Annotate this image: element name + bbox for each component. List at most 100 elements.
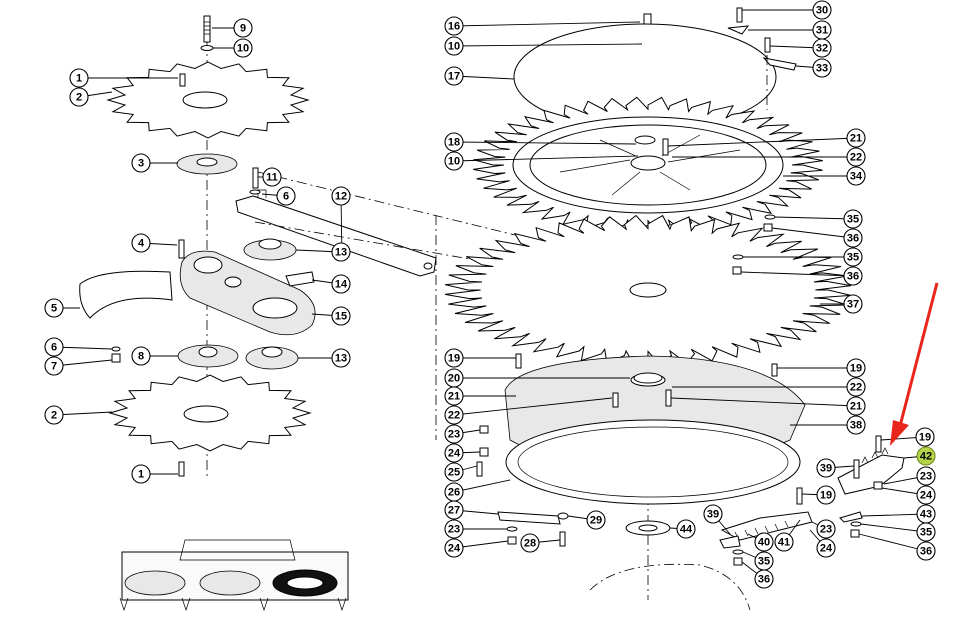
svg-text:8: 8 — [138, 351, 144, 363]
callout-18[interactable]: 18 — [444, 132, 464, 152]
bolt-21-upper — [662, 138, 669, 156]
svg-text:29: 29 — [590, 515, 602, 527]
callout-1[interactable]: 1 — [131, 464, 151, 484]
clip-31 — [727, 25, 750, 35]
callout-31[interactable]: 31 — [812, 20, 832, 40]
callout-20[interactable]: 20 — [444, 368, 464, 388]
callout-36[interactable]: 36 — [843, 228, 863, 248]
callout-5[interactable]: 5 — [44, 298, 64, 318]
disc-34-hub — [630, 155, 666, 171]
svg-text:36: 36 — [920, 546, 932, 558]
callout-19[interactable]: 19 — [816, 485, 836, 505]
callout-10[interactable]: 10 — [233, 38, 253, 58]
hub-8 — [177, 344, 239, 368]
svg-text:40: 40 — [758, 537, 770, 549]
callout-38[interactable]: 38 — [846, 415, 866, 435]
callout-16[interactable]: 16 — [444, 16, 464, 36]
svg-text:32: 32 — [816, 43, 828, 55]
leader-c36c — [858, 533, 927, 552]
callout-22[interactable]: 22 — [846, 377, 866, 397]
callout-11[interactable]: 11 — [262, 167, 282, 187]
svg-text:16: 16 — [448, 21, 460, 33]
screw-1 — [179, 73, 186, 87]
callout-39[interactable]: 39 — [816, 458, 836, 478]
callout-19[interactable]: 19 — [444, 348, 464, 368]
washer-29 — [557, 512, 569, 520]
callout-2[interactable]: 2 — [44, 405, 64, 425]
callout-44[interactable]: 44 — [676, 519, 696, 539]
guard-5 — [79, 270, 173, 319]
svg-text:19: 19 — [850, 363, 862, 375]
callout-28[interactable]: 28 — [520, 533, 540, 553]
washer-23-b — [506, 526, 518, 532]
svg-text:24: 24 — [820, 543, 833, 555]
callout-35[interactable]: 35 — [916, 522, 936, 542]
callout-43[interactable]: 43 — [916, 504, 936, 524]
callout-6[interactable]: 6 — [276, 186, 296, 206]
callout-10[interactable]: 10 — [444, 36, 464, 56]
callout-24[interactable]: 24 — [916, 485, 936, 505]
callout-32[interactable]: 32 — [812, 38, 832, 58]
callout-3[interactable]: 3 — [131, 153, 151, 173]
machine-outline — [589, 563, 751, 611]
nut-36-b — [732, 266, 742, 275]
callout-19[interactable]: 19 — [915, 427, 935, 447]
callout-13[interactable]: 13 — [331, 348, 351, 368]
callout-36[interactable]: 36 — [754, 569, 774, 589]
callout-8[interactable]: 8 — [131, 346, 151, 366]
callout-37[interactable]: 37 — [843, 294, 863, 314]
callout-23[interactable]: 23 — [444, 424, 464, 444]
callout-6[interactable]: 6 — [44, 337, 64, 357]
callout-24[interactable]: 24 — [444, 538, 464, 558]
callout-14[interactable]: 14 — [331, 274, 351, 294]
callout-27[interactable]: 27 — [444, 500, 464, 520]
callout-24[interactable]: 24 — [444, 443, 464, 463]
callout-21[interactable]: 21 — [444, 386, 464, 406]
svg-text:1: 1 — [76, 73, 82, 85]
callout-12[interactable]: 12 — [331, 186, 351, 206]
svg-text:1: 1 — [138, 469, 144, 481]
callout-26[interactable]: 26 — [444, 482, 464, 502]
callout-23[interactable]: 23 — [444, 519, 464, 539]
callout-42[interactable]: 42 — [916, 446, 936, 466]
callout-39[interactable]: 39 — [703, 504, 723, 524]
callout-7[interactable]: 7 — [44, 356, 64, 376]
svg-text:22: 22 — [850, 382, 862, 394]
callout-40[interactable]: 40 — [754, 532, 774, 552]
svg-text:35: 35 — [758, 556, 770, 568]
callout-25[interactable]: 25 — [444, 462, 464, 482]
callout-22[interactable]: 22 — [846, 147, 866, 167]
callout-35[interactable]: 35 — [754, 551, 774, 571]
cutter-bar-42 — [837, 447, 905, 495]
callout-22[interactable]: 22 — [444, 405, 464, 425]
callout-1[interactable]: 1 — [69, 68, 89, 88]
callout-21[interactable]: 21 — [846, 396, 866, 416]
bolt-39-right — [853, 459, 860, 479]
callout-19[interactable]: 19 — [846, 358, 866, 378]
callout-41[interactable]: 41 — [774, 532, 794, 552]
bearing-13-lower — [245, 346, 299, 370]
callout-21[interactable]: 21 — [846, 128, 866, 148]
callout-17[interactable]: 17 — [444, 66, 464, 86]
callout-34[interactable]: 34 — [846, 166, 866, 186]
callout-36[interactable]: 36 — [916, 541, 936, 561]
callout-23[interactable]: 23 — [916, 466, 936, 486]
svg-text:2: 2 — [51, 410, 57, 422]
callout-33[interactable]: 33 — [812, 58, 832, 78]
callout-23[interactable]: 23 — [816, 519, 836, 539]
callout-9[interactable]: 9 — [233, 18, 253, 38]
callout-29[interactable]: 29 — [586, 510, 606, 530]
callout-35[interactable]: 35 — [843, 247, 863, 267]
callout-24[interactable]: 24 — [816, 538, 836, 558]
nut-24-a — [479, 447, 489, 457]
callout-10[interactable]: 10 — [444, 151, 464, 171]
callout-35[interactable]: 35 — [843, 209, 863, 229]
callout-36[interactable]: 36 — [843, 266, 863, 286]
callout-30[interactable]: 30 — [812, 0, 832, 20]
callout-13[interactable]: 13 — [331, 242, 351, 262]
callout-15[interactable]: 15 — [331, 306, 351, 326]
callout-2[interactable]: 2 — [69, 87, 89, 107]
callout-4[interactable]: 4 — [131, 233, 151, 253]
svg-text:28: 28 — [524, 538, 536, 550]
